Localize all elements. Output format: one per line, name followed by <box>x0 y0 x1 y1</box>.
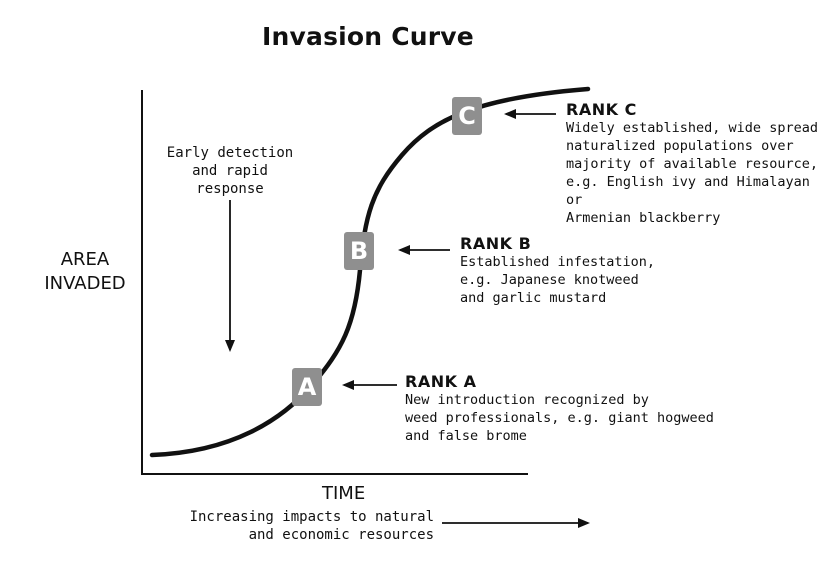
y-axis-label-line1: AREA <box>60 249 110 270</box>
rank-b-title: RANK B <box>460 234 532 253</box>
impacts-line1: Increasing impacts to natural <box>189 509 434 525</box>
early-detection-line3: response <box>196 181 264 197</box>
rank-b-desc-line3: and garlic mustard <box>460 290 607 306</box>
rank-b-marker: B <box>344 232 374 270</box>
rank-c-desc-line3: majority of available resource, <box>566 156 818 172</box>
rank-c-desc-line2: naturalized populations over <box>566 138 794 154</box>
y-axis-label-line2: INVADED <box>44 273 126 294</box>
rank-a-marker: A <box>292 368 322 406</box>
rank-b-desc-line2: e.g. Japanese knotweed <box>460 272 639 288</box>
y-axis-label: AREA INVADED <box>30 248 140 296</box>
early-detection-note: Early detection and rapid response <box>160 144 300 198</box>
rank-a-desc-line1: New introduction recognized by <box>405 392 649 408</box>
rank-c-desc-line1: Widely established, wide spread <box>566 120 818 136</box>
rank-c-callout: RANK C Widely established, wide spread n… <box>566 100 834 227</box>
rank-b-desc-line1: Established infestation, <box>460 254 656 270</box>
impacts-line2: and economic resources <box>248 527 434 543</box>
impacts-note: Increasing impacts to natural and econom… <box>188 508 434 544</box>
rank-a-callout: RANK A New introduction recognized by we… <box>405 372 725 445</box>
rank-c-desc-line4: e.g. English ivy and Himalayan or <box>566 174 810 208</box>
early-detection-line1: Early detection <box>166 145 294 161</box>
rank-a-desc-line3: and false brome <box>405 428 527 444</box>
diagram-title: Invasion Curve <box>262 22 474 51</box>
rank-a-title: RANK A <box>405 372 477 391</box>
rank-c-title: RANK C <box>566 100 637 119</box>
rank-b-callout: RANK B Established infestation, e.g. Jap… <box>460 234 720 307</box>
early-detection-line2: and rapid <box>192 163 268 179</box>
rank-c-marker: C <box>452 97 482 135</box>
x-axis-label: TIME <box>322 483 366 504</box>
rank-a-desc-line2: weed professionals, e.g. giant hogweed <box>405 410 714 426</box>
rank-c-desc-line5: Armenian blackberry <box>566 210 721 226</box>
